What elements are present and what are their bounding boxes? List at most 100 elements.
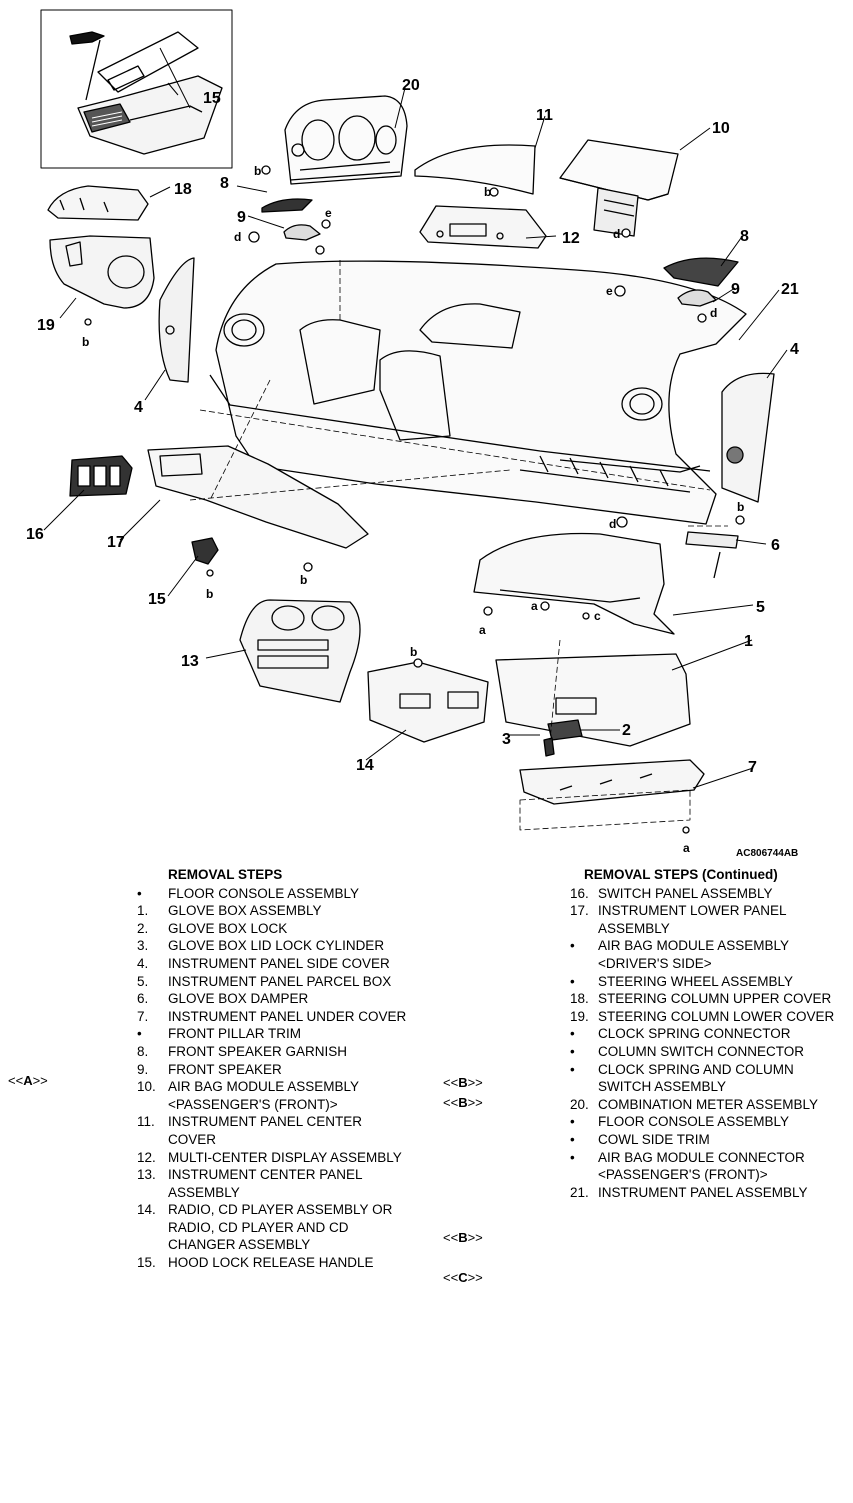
removal-step-row: •COLUMN SWITCH CONNECTOR	[570, 1043, 850, 1061]
removal-step-row: 12.MULTI-CENTER DISPLAY ASSEMBLY	[137, 1149, 407, 1167]
callout-15-lower: 15	[148, 591, 166, 608]
callout-19: 19	[37, 317, 55, 334]
step-marker: •	[570, 1061, 575, 1077]
fastener-a: a	[479, 623, 486, 637]
step-text: INSTRUMENT PANEL UNDER COVER	[168, 1008, 407, 1024]
removal-step-row: • CLOCK SPRING AND COLUMN SWITCH ASSEMBLY	[570, 1061, 850, 1096]
side-note-key: B	[458, 1230, 468, 1245]
removal-step-row: 4. INSTRUMENT PANEL SIDE COVER	[137, 955, 407, 973]
callout-9: 9	[237, 209, 246, 226]
removal-step-row: 9. FRONT SPEAKER	[137, 1061, 407, 1079]
side-note-B1: <<B>>	[443, 1075, 483, 1090]
step-marker: 6.	[137, 991, 149, 1007]
fastener-b: b	[82, 335, 89, 349]
step-text: COMBINATION METER ASSEMBLY	[598, 1096, 819, 1112]
callout-9-right: 9	[731, 281, 740, 298]
callout-6: 6	[771, 537, 780, 554]
step-marker: •	[570, 938, 575, 954]
fastener-d: d	[613, 227, 620, 241]
figure-code: AC806744AB	[736, 848, 798, 859]
hood-release-handle	[191, 537, 219, 565]
step-marker: 5.	[137, 973, 149, 989]
removal-steps-continued-header: REMOVAL STEPS (Continued)	[584, 867, 778, 882]
dashed-guides	[189, 260, 728, 831]
fastener-d: d	[234, 230, 241, 244]
center-cover	[414, 144, 536, 195]
fastener-a: a	[531, 599, 538, 613]
side-note-post: >>	[467, 1270, 483, 1285]
side-note-A: <<A>>	[8, 1073, 48, 1088]
step-marker: 17.	[570, 903, 589, 919]
removal-step-row: 14. RADIO, CD PLAYER ASSEMBLY OR RADIO, C…	[137, 1201, 407, 1254]
removal-step-row: • FLOOR CONSOLE ASSEMBLY	[570, 1113, 850, 1131]
airbag-module-passenger	[559, 139, 679, 237]
step-marker: •	[570, 973, 575, 989]
side-note-key: C	[458, 1270, 468, 1285]
step-marker: 12.	[137, 1149, 156, 1165]
step-text: INSTRUMENT PANEL ASSEMBLY	[598, 1184, 808, 1200]
step-marker: 18.	[570, 991, 589, 1007]
step-marker: 10.	[137, 1079, 156, 1095]
step-text: FRONT PILLAR TRIM	[168, 1026, 302, 1042]
step-text: INSTRUMENT LOWER PANEL ASSEMBLY	[598, 903, 787, 936]
step-text: FLOOR CONSOLE ASSEMBLY	[598, 1114, 790, 1130]
step-text: STEERING COLUMN UPPER COVER	[598, 991, 832, 1007]
step-text: GLOVE BOX LOCK	[168, 920, 288, 936]
removal-step-row: 2. GLOVE BOX LOCK	[137, 920, 407, 938]
fastener-c: c	[594, 609, 601, 623]
step-marker: •	[570, 1131, 575, 1147]
step-marker: 8.	[137, 1043, 149, 1059]
step-marker: 4.	[137, 955, 149, 971]
step-text: STEERING COLUMN LOWER COVER	[598, 1008, 835, 1024]
step-text: COLUMN SWITCH CONNECTOR	[598, 1043, 805, 1059]
screw-icons	[84, 165, 745, 834]
instrument-center-panel	[239, 599, 361, 703]
step-text: INSTRUMENT PANEL SIDE COVER	[168, 955, 390, 971]
step-marker: •	[570, 1114, 575, 1130]
step-text: GLOVE BOX DAMPER	[168, 991, 309, 1007]
step-text: AIR BAG MODULE ASSEMBLY <PASSENGER'S (FR…	[168, 1079, 359, 1112]
removal-step-row: 8.FRONT SPEAKER GARNISH	[137, 1043, 407, 1061]
step-text: INSTRUMENT PANEL PARCEL BOX	[168, 973, 392, 989]
instrument-panel-assembly	[209, 260, 747, 525]
fastener-b: b	[254, 164, 261, 178]
step-text: CLOCK SPRING AND COLUMN SWITCH ASSEMBLY	[598, 1061, 794, 1095]
fastener-d: d	[609, 517, 616, 531]
step-text: COWL SIDE TRIM	[598, 1131, 710, 1147]
callout-13: 13	[181, 653, 199, 670]
callout-5: 5	[756, 599, 765, 616]
removal-step-row: 20.COMBINATION METER ASSEMBLY	[570, 1096, 850, 1114]
step-marker: 13.	[137, 1167, 156, 1183]
step-marker: 14.	[137, 1202, 156, 1218]
step-marker: 2.	[137, 920, 149, 936]
side-note-C: <<C>>	[443, 1270, 483, 1285]
step-text: FRONT SPEAKER	[168, 1061, 282, 1077]
removal-step-row: •STEERING WHEEL ASSEMBLY	[570, 973, 850, 991]
callout-10: 10	[712, 120, 730, 137]
side-cover-right	[721, 372, 775, 503]
step-marker: 21.	[570, 1184, 589, 1200]
speaker-garnish-right	[663, 257, 739, 287]
side-note-key: B	[458, 1075, 468, 1090]
switch-panel	[69, 455, 133, 497]
step-marker: 9.	[137, 1061, 149, 1077]
removal-step-row: 6. GLOVE BOX DAMPER	[137, 990, 407, 1008]
removal-step-row: •CLOCK SPRING CONNECTOR	[570, 1025, 850, 1043]
step-text: RADIO, CD PLAYER ASSEMBLY OR RADIO, CD P…	[168, 1202, 393, 1253]
fastener-b: b	[206, 587, 213, 601]
step-marker: 19.	[570, 1008, 589, 1024]
callout-14: 14	[356, 757, 374, 774]
callout-12: 12	[562, 230, 580, 247]
callout-17: 17	[107, 534, 125, 551]
removal-step-row: 11.INSTRUMENT PANEL CENTER COVER	[137, 1113, 407, 1148]
side-note-pre: <<	[443, 1095, 459, 1110]
inset-hood-release-detail	[40, 9, 233, 169]
side-note-B3: <<B>>	[443, 1230, 483, 1245]
side-note-post: >>	[467, 1075, 483, 1090]
fastener-b: b	[484, 185, 491, 199]
fastener-b: b	[300, 573, 307, 587]
side-note-pre: <<	[443, 1075, 459, 1090]
side-note-key: B	[458, 1095, 468, 1110]
step-marker: 3.	[137, 938, 149, 954]
